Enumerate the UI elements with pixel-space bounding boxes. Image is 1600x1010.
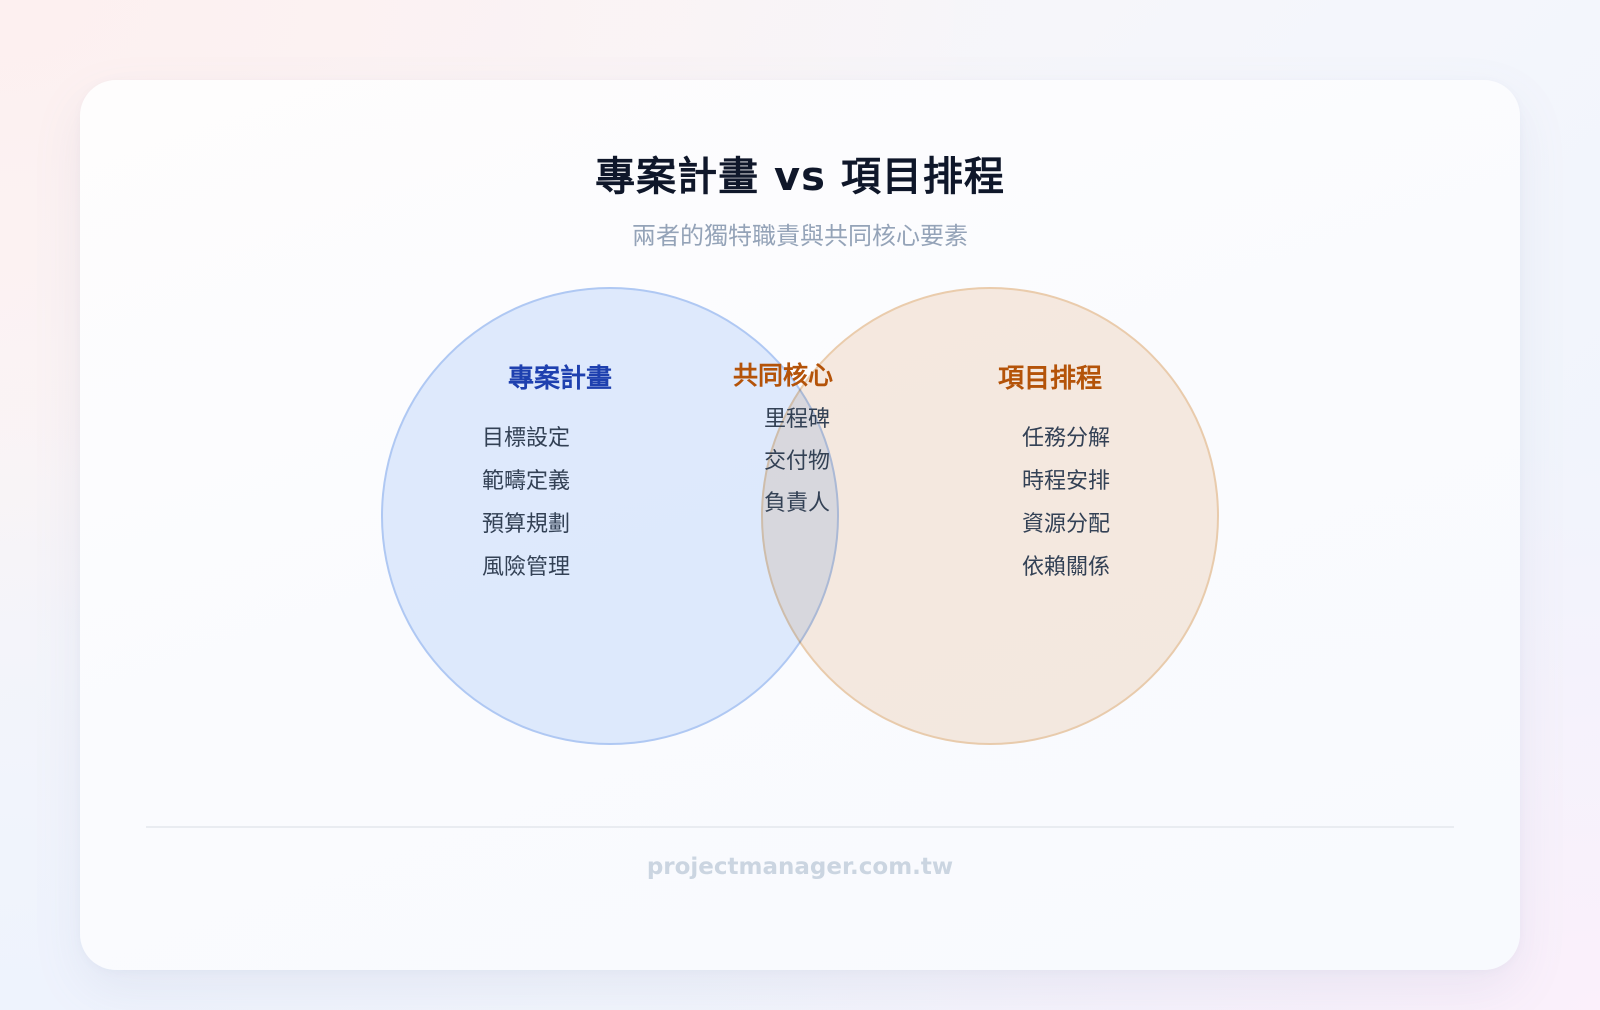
list-item: 里程碑 bbox=[764, 407, 831, 432]
list-item: 預算規劃 bbox=[482, 512, 571, 537]
list-item: 範疇定義 bbox=[482, 469, 571, 494]
footer-site-name: projectmanager.com.tw bbox=[646, 854, 954, 880]
list-item: 負責人 bbox=[764, 491, 831, 516]
footer-divider bbox=[146, 826, 1454, 828]
list-item: 交付物 bbox=[764, 449, 831, 474]
set-title-schedule: 項目排程 bbox=[997, 364, 1102, 394]
page-title: 專案計畫 vs 項目排程 bbox=[595, 154, 1005, 200]
list-item: 依賴關係 bbox=[1022, 555, 1111, 580]
schedule-items: 任務分解 時程安排 資源分配 依賴關係 bbox=[1022, 424, 1110, 596]
common-core-items: 里程碑 交付物 負責人 bbox=[764, 405, 854, 531]
set-title-project-plan: 專案計畫 bbox=[507, 364, 612, 394]
page-subtitle: 兩者的獨特職責與共同核心要素 bbox=[632, 222, 968, 250]
venn-circle-schedule bbox=[761, 287, 1219, 745]
list-item: 任務分解 bbox=[1022, 426, 1111, 451]
list-item: 資源分配 bbox=[1022, 512, 1111, 537]
set-title-common-core: 共同核心 bbox=[732, 361, 833, 390]
list-item: 時程安排 bbox=[1022, 469, 1111, 494]
list-item: 目標設定 bbox=[482, 426, 571, 451]
project-plan-items: 目標設定 範疇定義 預算規劃 風險管理 bbox=[482, 424, 570, 596]
venn-card: 專案計畫 vs 項目排程 兩者的獨特職責與共同核心要素 專案計畫 共同核心 項目… bbox=[80, 80, 1520, 970]
list-item: 風險管理 bbox=[482, 555, 571, 580]
